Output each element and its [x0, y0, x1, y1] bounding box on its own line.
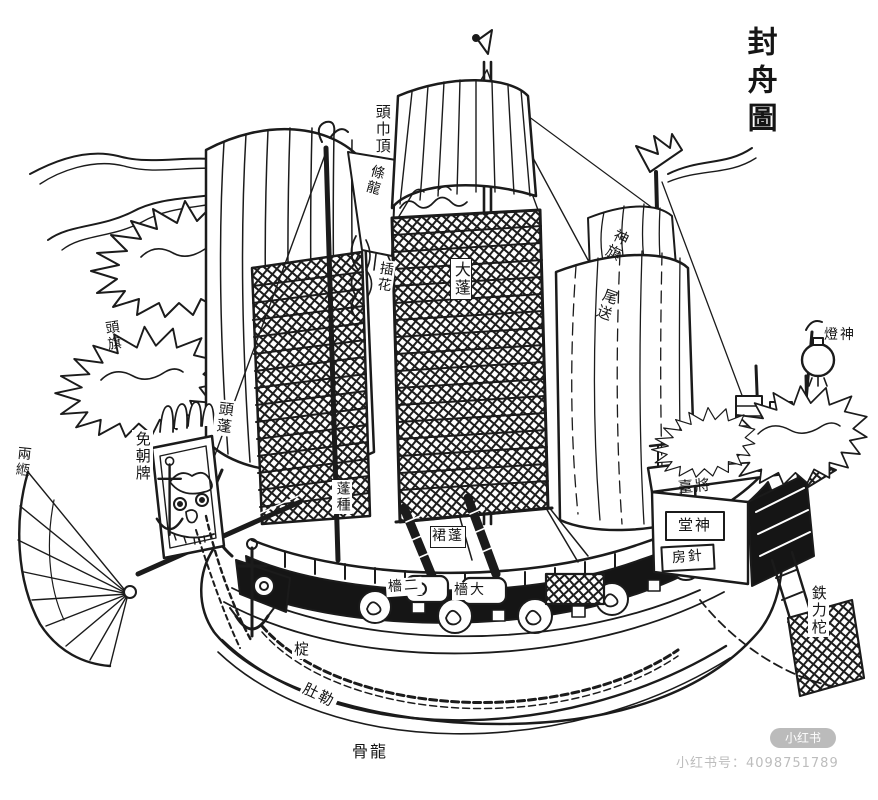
stern-dragon-flags — [650, 364, 868, 486]
label-erqiang: 檣二 — [385, 576, 423, 597]
label-jiangtai: 臺將 — [677, 475, 713, 497]
label-shendeng: 燈神 — [824, 327, 856, 343]
anchors — [155, 456, 275, 649]
watermark-logo-badge: 小红书 — [770, 728, 836, 748]
rudder-tielituo — [699, 598, 866, 698]
label-toujinding: 頭巾頂 — [373, 104, 392, 155]
keel-longgu — [217, 638, 731, 735]
label-tielituo: 鉄力柁 — [808, 584, 829, 637]
fan-sail — [17, 470, 137, 668]
label-shentang: 堂神 — [678, 516, 713, 534]
label-lianggeng: 兩緪 — [13, 445, 33, 479]
label-zhenfang: 房針 — [671, 547, 705, 567]
dragon-scribble — [399, 185, 468, 209]
label-mianchaopai: 免朝牌 — [132, 430, 153, 483]
label-pengqun: 裙蓬 — [430, 526, 466, 548]
label-pengzhong: 蓬種 — [332, 480, 352, 514]
label-longgu: 骨龍 — [350, 742, 391, 762]
chahua-plume — [350, 235, 373, 321]
main-battened-sail — [390, 208, 589, 563]
topsail-toujinding — [390, 79, 538, 210]
page-title: 封舟圖 — [741, 26, 777, 140]
fore-battened-sail — [250, 250, 372, 526]
label-dapeng: 大蓬 — [450, 258, 472, 300]
deck-grating — [544, 572, 606, 606]
label-toupeng: 頭蓬 — [211, 398, 237, 438]
label-ding: 椗 — [292, 640, 314, 659]
watermark-id-text: 小红书号：4098751789 — [676, 756, 839, 771]
label-daqiang: 檣大 — [452, 582, 488, 600]
stern-castle — [646, 428, 837, 587]
label-touqi: 頭旗 — [102, 318, 123, 353]
